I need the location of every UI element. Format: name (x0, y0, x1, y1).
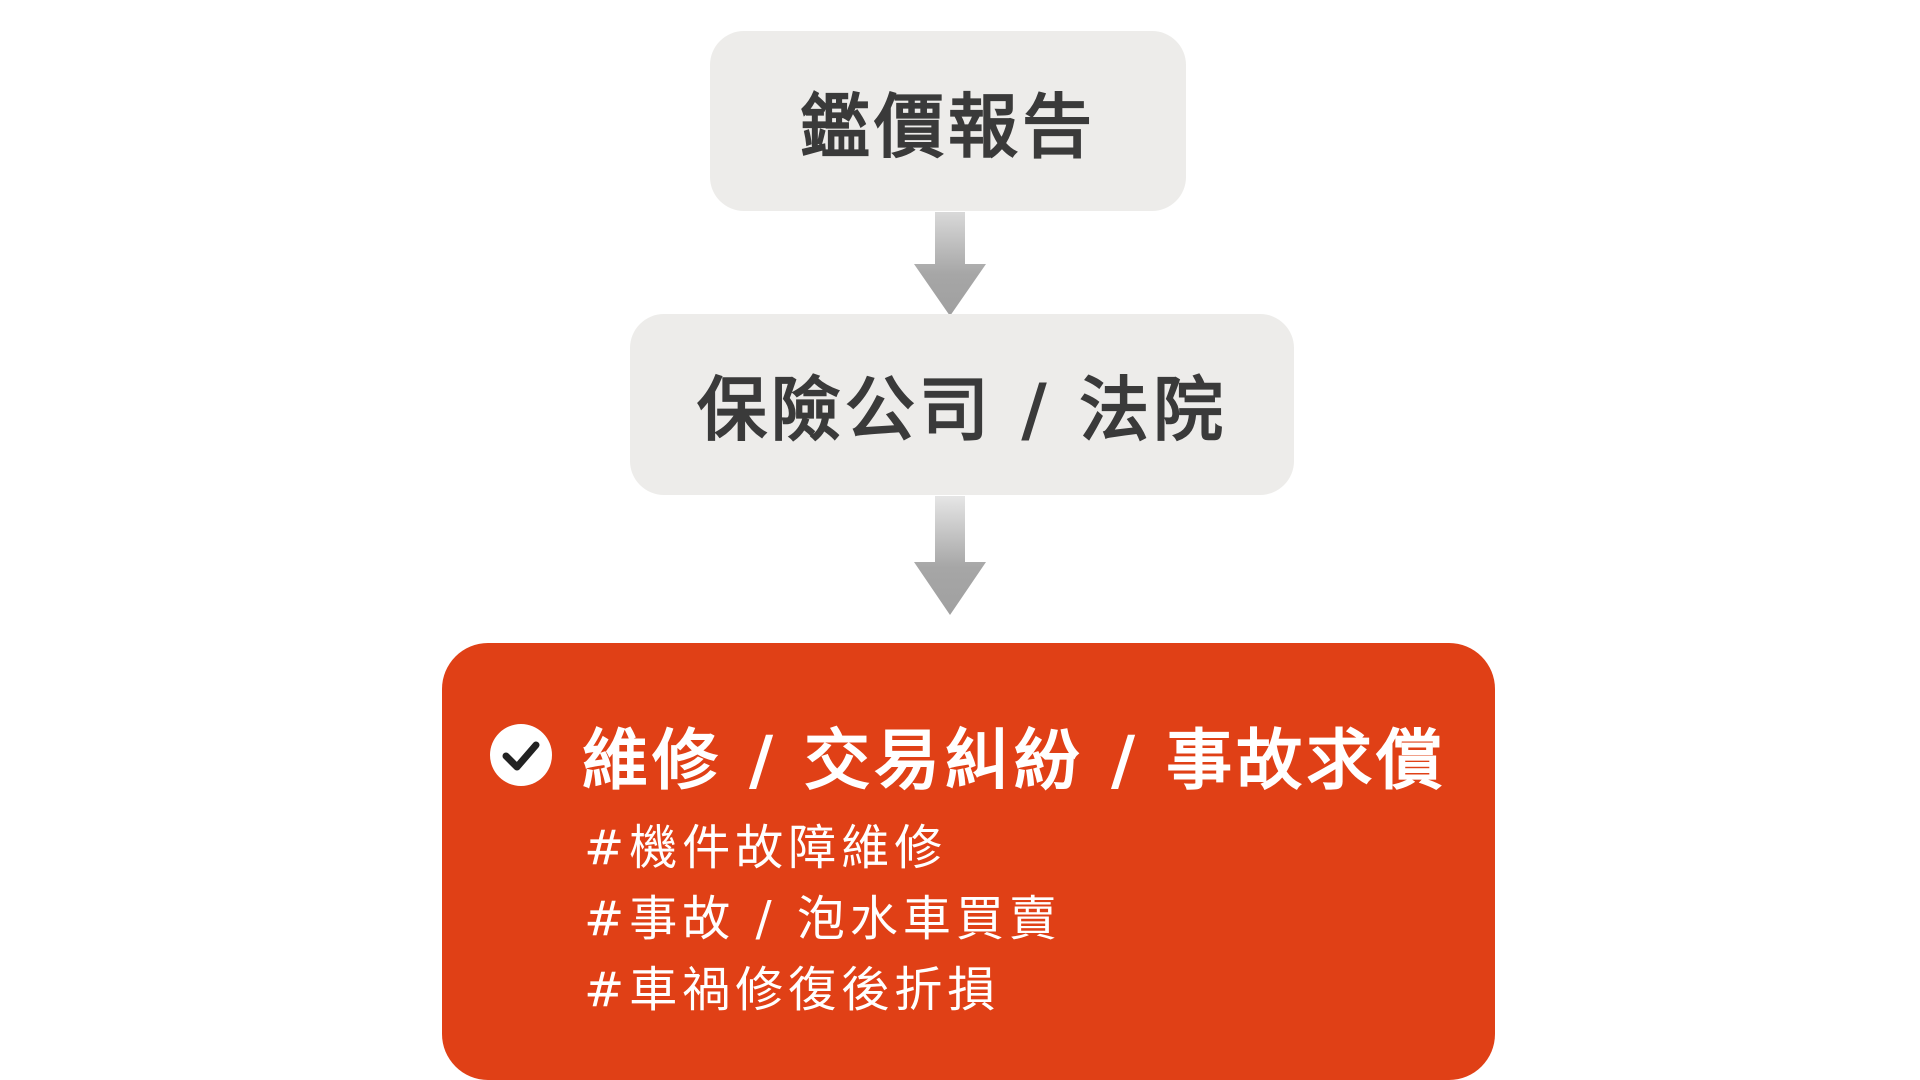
step-box-insurer-court: 保險公司 / 法院 (630, 314, 1294, 495)
tag-list: #機件故障維修 #事故 / 泡水車買賣 #車禍修復後折損 (584, 813, 1062, 1026)
step-label: 保險公司 / 法院 (696, 369, 1228, 451)
result-title-row: 維修 / 交易糾紛 / 事故求償 (490, 707, 1446, 803)
result-title: 維修 / 交易糾紛 / 事故求償 (582, 722, 1447, 799)
check-circle-icon (490, 724, 552, 786)
step-box-appraisal-report: 鑑價報告 (710, 31, 1186, 211)
tag-item: #車禍修復後折損 (584, 962, 1001, 1018)
step-label: 鑑價報告 (800, 85, 1096, 168)
down-arrow-icon (914, 212, 986, 316)
down-arrow-icon (914, 496, 986, 615)
result-box: 維修 / 交易糾紛 / 事故求償 #機件故障維修 #事故 / 泡水車買賣 #車禍… (442, 643, 1495, 1080)
tag-item: #機件故障維修 (584, 820, 948, 876)
tag-item: #事故 / 泡水車買賣 (584, 891, 1062, 947)
